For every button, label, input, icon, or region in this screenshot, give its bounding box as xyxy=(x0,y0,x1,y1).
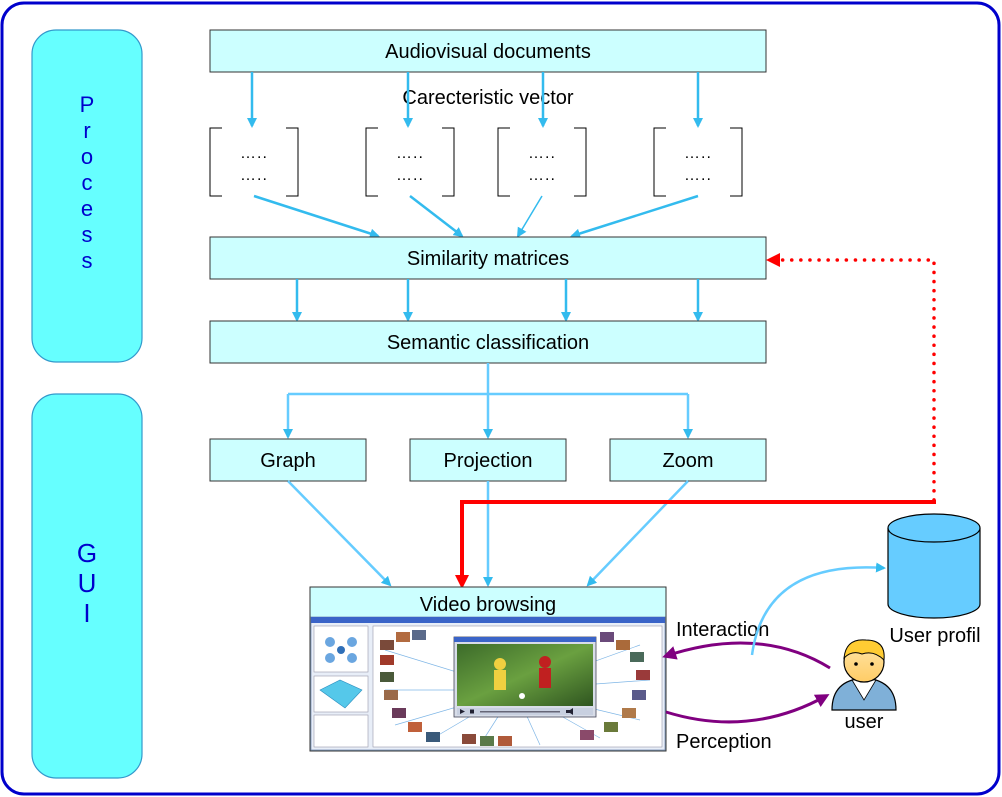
vector-2 xyxy=(365,127,455,197)
video-browsing-label: Video browsing xyxy=(420,594,556,616)
caracteristic-vector-label: Carecteristic vector xyxy=(402,87,573,109)
interaction-label: Interaction xyxy=(676,619,769,641)
graph-label: Graph xyxy=(260,450,316,472)
arrow-zoom-video xyxy=(586,480,689,587)
zoom-box xyxy=(609,438,767,482)
projection-thumbnail-icon xyxy=(319,679,363,709)
vector-1 xyxy=(209,127,299,197)
thumbnail-ring xyxy=(380,630,650,746)
vector-3-row-2: ….. xyxy=(528,167,556,184)
stop-icon xyxy=(470,709,474,714)
vector-1-row-1: ….. xyxy=(240,145,268,162)
arrow-graph-video xyxy=(287,480,392,587)
arrow-v3-sim xyxy=(516,195,543,238)
audiovisual-label: Audiovisual documents xyxy=(385,41,591,63)
similarity-label: Similarity matrices xyxy=(407,248,569,270)
arrow-perception-user xyxy=(665,694,830,724)
vector-4-row-1: ….. xyxy=(684,145,712,162)
user-icon xyxy=(831,639,897,711)
projection-label: Projection xyxy=(444,450,533,472)
vector-2-row-1: ….. xyxy=(396,145,424,162)
perception-label: Perception xyxy=(676,731,772,753)
arrow-v2-sim xyxy=(409,195,464,238)
play-icon xyxy=(460,709,465,714)
arrow-v4-sim xyxy=(570,194,699,239)
vector-4 xyxy=(653,127,743,197)
vector-4-row-2: ….. xyxy=(684,167,712,184)
user-profil-label: User profil xyxy=(889,625,980,647)
graph-box xyxy=(209,438,367,482)
semantic-label: Semantic classification xyxy=(387,332,589,354)
audiovisual-box xyxy=(209,29,767,73)
video-browsing-panel: Video browsing xyxy=(309,586,667,752)
video-player xyxy=(453,636,597,718)
vector-3 xyxy=(497,127,587,197)
user-label: user xyxy=(845,711,884,733)
similarity-box xyxy=(209,236,767,280)
volume-icon xyxy=(566,708,573,715)
arrow-user-profile xyxy=(750,562,886,656)
vector-1-row-2: ….. xyxy=(240,167,268,184)
zoom-label: Zoom xyxy=(662,450,713,472)
nav-arrows-icon xyxy=(325,637,357,663)
projection-box xyxy=(409,438,567,482)
video-browser-screenshot xyxy=(310,616,666,751)
vector-2-row-2: ….. xyxy=(396,167,424,184)
semantic-tree xyxy=(283,363,693,439)
arrow-v1-sim xyxy=(253,194,380,239)
semantic-box xyxy=(209,320,767,364)
user-profile-database-icon xyxy=(887,513,981,619)
vector-3-row-1: ….. xyxy=(528,145,556,162)
